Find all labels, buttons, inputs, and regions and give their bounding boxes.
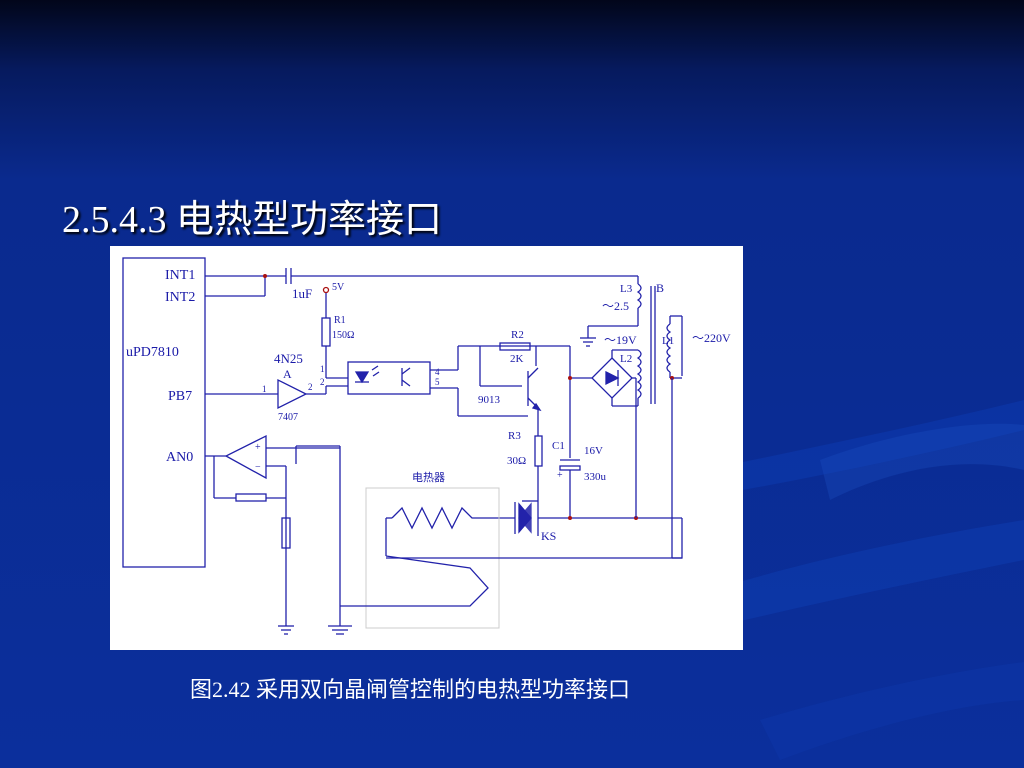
slide-title: 2.5.4.3 电热型功率接口 (62, 199, 443, 241)
figure-caption: 图2.42 采用双向晶闸管控制的电热型功率接口 (190, 677, 631, 702)
bias-resistor (281, 517, 291, 549)
heater-label: 电热器 (412, 471, 445, 484)
mcu-label: uPD7810 (126, 345, 179, 360)
buffer-pin-in: 1 (262, 384, 267, 394)
mcu-block (122, 257, 206, 568)
capacitor-value: 1uF (292, 286, 312, 301)
pin-pb7-label: PB7 (168, 389, 192, 404)
opamp-plus: + (255, 442, 261, 453)
buffer-part: 7407 (278, 412, 298, 423)
inductor-l1 (666, 323, 672, 373)
opto-pin-1: 1 (320, 364, 325, 374)
transistor-label: 9013 (478, 394, 501, 406)
triac-label: KS (541, 529, 556, 543)
opto-label: 4N25 (274, 351, 303, 366)
circuit-diagram: uPD7810 INT1 INT2 PB7 AN0 1uF 5V R1 150Ω… (110, 246, 743, 650)
pin-an0-label: AN0 (166, 450, 193, 465)
transistor-9013 (527, 367, 542, 412)
resistor-r3 (534, 435, 543, 467)
supply-terminal (322, 286, 330, 294)
capacitor-c1 (559, 459, 581, 471)
c1-plus: + (557, 470, 563, 481)
l3-voltage: ～2.5 (602, 299, 629, 313)
buffer-pin-out: 2 (308, 382, 313, 392)
triac-ks (514, 501, 539, 536)
opto-led (354, 365, 380, 384)
r3-name: R3 (508, 430, 521, 442)
l2-label: L2 (620, 353, 632, 365)
supply-label: 5V (332, 282, 345, 293)
pin-int2-label: INT2 (165, 290, 195, 305)
buffer-7407 (277, 378, 308, 410)
r1-name: R1 (334, 315, 346, 326)
opto-phototransistor (401, 367, 411, 387)
inductor-l3 (636, 283, 642, 309)
opamp-minus: − (255, 462, 261, 473)
heater-resistor (391, 506, 490, 530)
opto-pin-4: 4 (435, 367, 440, 377)
r2-value: 2K (510, 353, 524, 365)
l2-voltage: ～19V (604, 333, 637, 347)
input-capacitor (285, 268, 292, 284)
opto-pin-2: 2 (320, 377, 325, 387)
r2-name: R2 (511, 329, 524, 341)
inductor-l2 (636, 349, 642, 399)
ground-symbol (580, 337, 596, 347)
r3-value: 30Ω (507, 455, 526, 467)
optocoupler-4n25 (347, 361, 431, 395)
r1-value: 150Ω (332, 330, 354, 341)
l1-label: L1 (662, 335, 674, 347)
feedback-resistor (235, 493, 267, 502)
c1-voltage: 16V (584, 445, 603, 457)
buffer-name: A (283, 367, 292, 381)
resistor-r1 (321, 317, 331, 347)
resistor-r2 (499, 342, 531, 351)
c1-value: 330u (584, 471, 607, 483)
junction-dot (568, 516, 572, 520)
junction-dot (263, 274, 267, 278)
transformer-label: B (656, 281, 664, 295)
opto-pin-5: 5 (435, 377, 440, 387)
ground-symbol (278, 625, 294, 635)
mains-voltage: ～220V (692, 331, 731, 345)
l3-label: L3 (620, 283, 633, 295)
ground-symbol (328, 625, 352, 635)
c1-name: C1 (552, 440, 565, 452)
pin-int1-label: INT1 (165, 268, 195, 283)
junction-dot (568, 376, 572, 380)
